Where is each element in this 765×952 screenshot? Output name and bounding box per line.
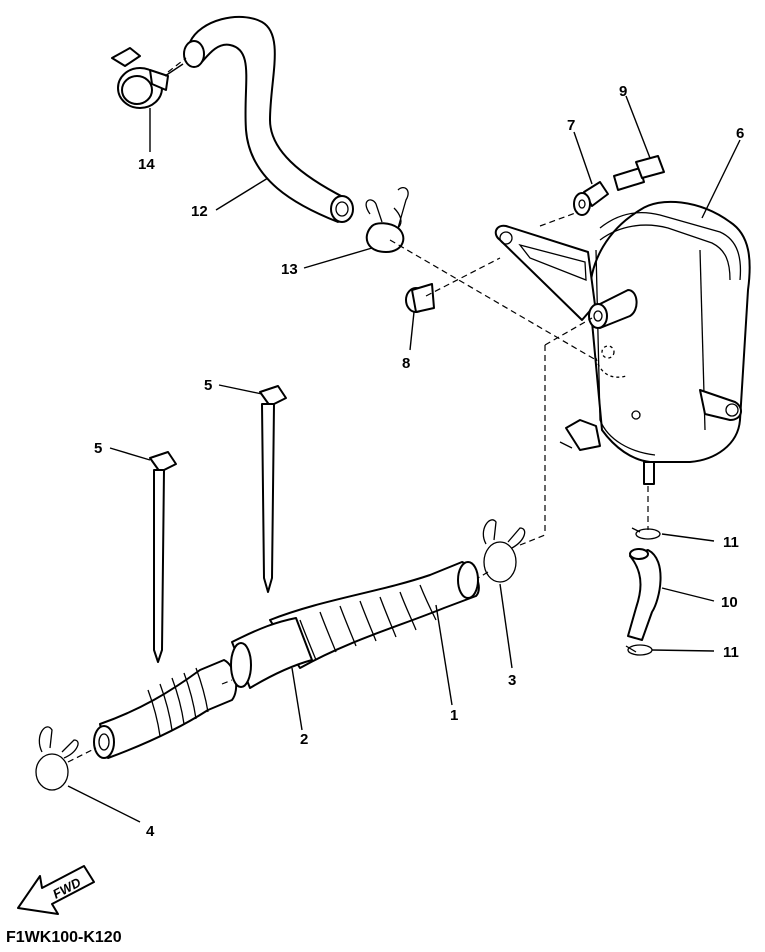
clip-11-upper — [631, 527, 661, 540]
hose-1 — [269, 561, 480, 669]
clamp-14 — [111, 47, 184, 109]
callout-5-upper: 5 — [204, 377, 212, 394]
callout-10: 10 — [721, 594, 738, 611]
callout-1: 1 — [450, 707, 458, 724]
callout-14: 14 — [138, 156, 155, 173]
grommet-7 — [573, 181, 609, 216]
collar-8 — [405, 283, 435, 313]
callout-2: 2 — [300, 731, 308, 748]
cable-tie-5-right — [259, 385, 287, 593]
callout-5-lower: 5 — [94, 440, 102, 457]
bolt-9 — [613, 155, 665, 191]
callout-6: 6 — [736, 125, 744, 142]
callout-8: 8 — [402, 355, 410, 372]
clip-4 — [35, 726, 79, 791]
clip-3 — [482, 519, 526, 583]
hose-12 — [183, 15, 354, 223]
callout-12: 12 — [191, 203, 208, 220]
cable-tie-5-left — [149, 451, 177, 663]
leader-lines — [67, 95, 741, 823]
callout-4: 4 — [146, 823, 155, 840]
callout-7: 7 — [567, 117, 575, 134]
callout-11-upper: 11 — [723, 534, 739, 551]
callout-9: 9 — [619, 83, 627, 100]
hose-10 — [627, 548, 662, 641]
callout-3: 3 — [508, 672, 516, 689]
clip-13 — [365, 186, 409, 253]
fwd-arrow-icon: FWD — [17, 865, 95, 915]
clip-11-lower — [625, 644, 653, 656]
assembly-lines — [67, 57, 649, 763]
case-6 — [494, 200, 751, 485]
callout-13: 13 — [281, 261, 298, 278]
callout-11-lower: 11 — [723, 644, 739, 661]
hose-2 — [93, 617, 313, 759]
diagram-code: F1WK100-K120 — [6, 929, 122, 946]
